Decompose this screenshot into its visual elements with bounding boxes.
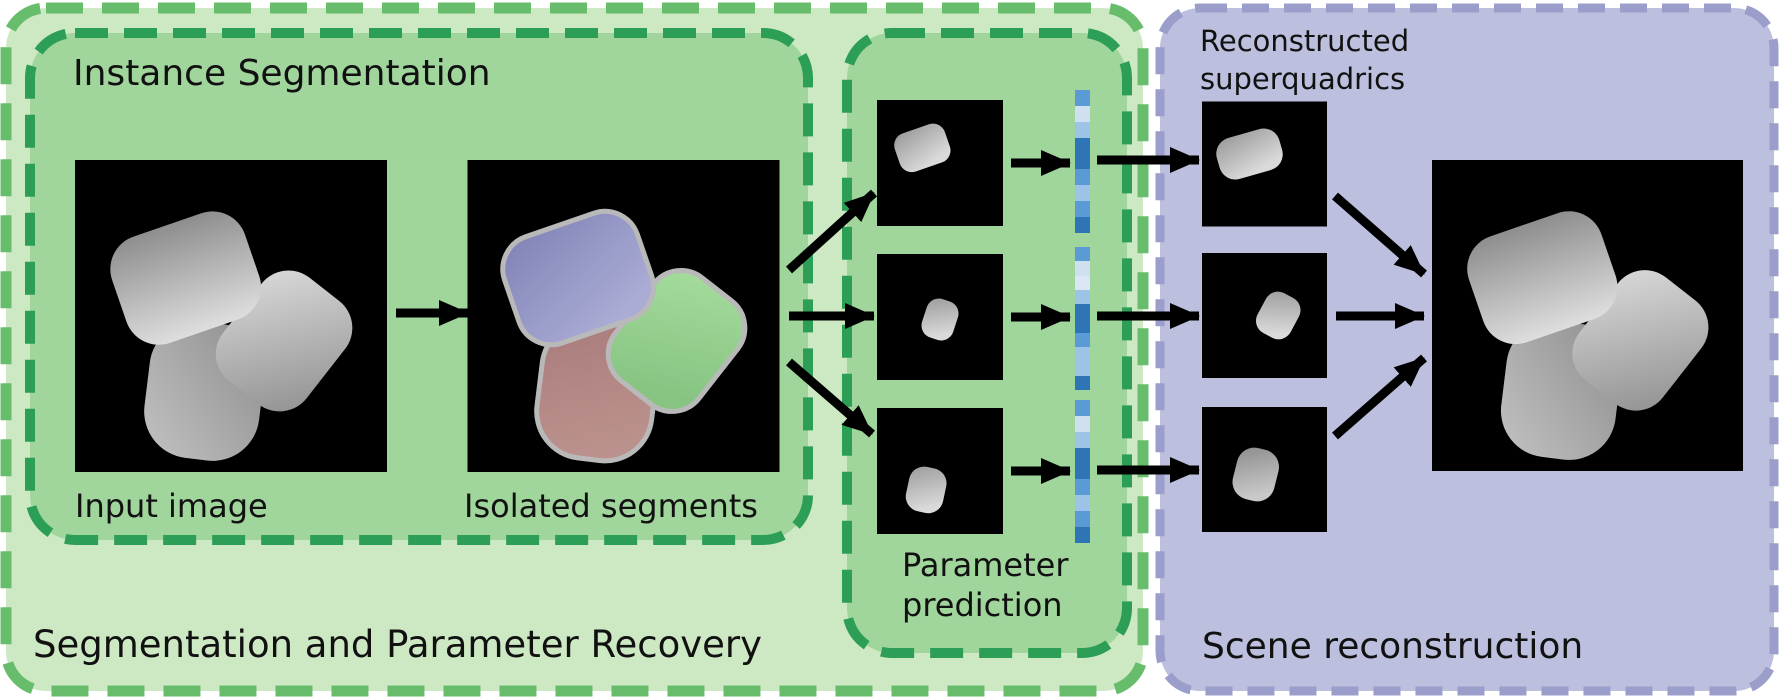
parameter-cell xyxy=(1075,375,1090,390)
arrow-reconstructed-3-to-scene xyxy=(1332,354,1427,440)
parameter-cell xyxy=(1075,415,1090,432)
arrow-isolated-to-segment-3 xyxy=(786,358,875,438)
parameter-cell xyxy=(1075,153,1090,170)
parameter-cell xyxy=(1075,361,1090,376)
instance-segmentation-title: Instance Segmentation xyxy=(73,53,491,94)
parameter-cell xyxy=(1075,261,1090,276)
parameter-cell xyxy=(1075,463,1090,480)
parameter-cell xyxy=(1075,185,1090,202)
parameter-vector-1 xyxy=(1075,90,1090,234)
parameter-cell xyxy=(1075,121,1090,138)
parameter-cell xyxy=(1075,275,1090,290)
reconstructed-3-thumbnail xyxy=(1202,407,1327,532)
parameter-cell xyxy=(1075,527,1090,544)
parameter-cell xyxy=(1075,90,1090,106)
segment-2-thumbnail xyxy=(877,254,1003,380)
parameter-cell xyxy=(1075,105,1090,122)
parameter-cell xyxy=(1075,495,1090,512)
isolated-segments-thumbnail xyxy=(467,160,780,472)
reconstructed-scene-thumbnail xyxy=(1432,160,1743,471)
isolated-segments-label: Isolated segments xyxy=(464,487,758,525)
parameter-cell xyxy=(1075,347,1090,362)
parameter-cell xyxy=(1075,447,1090,464)
parameter-cell xyxy=(1075,137,1090,154)
parameter-cell xyxy=(1075,201,1090,218)
parameter-prediction-title: Parameter prediction xyxy=(902,546,1069,624)
parameter-vector-3 xyxy=(1075,400,1090,544)
input-image-thumbnail xyxy=(75,160,387,472)
segment-3-thumbnail xyxy=(877,408,1003,534)
parameter-cell xyxy=(1075,479,1090,496)
parameter-cell xyxy=(1075,511,1090,528)
flow-arrows xyxy=(396,147,1427,484)
parameter-cell xyxy=(1075,169,1090,186)
arrow-reconstructed-1-to-scene xyxy=(1332,192,1427,278)
parameter-cell xyxy=(1075,318,1090,333)
parameter-cell xyxy=(1075,431,1090,448)
arrow-isolated-to-segment-1 xyxy=(785,189,878,274)
parameter-cell xyxy=(1075,332,1090,348)
parameter-vector-2 xyxy=(1075,247,1090,390)
parameter-cell xyxy=(1075,289,1090,305)
parameter-cell xyxy=(1075,217,1090,234)
reconstructed-2-thumbnail xyxy=(1202,253,1327,378)
input-image-label: Input image xyxy=(75,487,268,525)
scene-reconstruction-title: Scene reconstruction xyxy=(1202,626,1584,667)
parameter-cell xyxy=(1075,247,1090,262)
parameter-cell xyxy=(1075,400,1090,416)
parameter-cell xyxy=(1075,304,1090,319)
segment-1-thumbnail xyxy=(877,100,1003,226)
reconstructed-1-thumbnail xyxy=(1202,101,1327,227)
segmentation-recovery-title: Segmentation and Parameter Recovery xyxy=(33,623,762,666)
reconstructed-superquadrics-label: Reconstructed superquadrics xyxy=(1200,24,1410,96)
